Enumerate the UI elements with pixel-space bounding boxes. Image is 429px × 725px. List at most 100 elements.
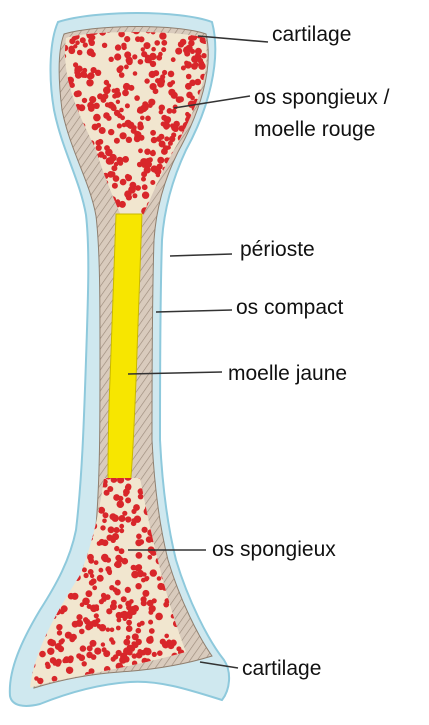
- red-marrow-dot: [177, 185, 182, 190]
- red-marrow-dot: [184, 576, 189, 581]
- red-marrow-dot: [76, 620, 83, 627]
- red-marrow-dot: [124, 65, 129, 70]
- red-marrow-dot: [112, 94, 117, 99]
- red-marrow-dot: [75, 480, 80, 485]
- red-marrow-dot: [174, 492, 181, 499]
- red-marrow-dot: [142, 590, 149, 597]
- red-marrow-dot: [185, 158, 191, 164]
- red-marrow-dot: [184, 217, 190, 223]
- red-marrow-dot: [141, 600, 147, 606]
- red-marrow-dot: [105, 102, 110, 107]
- red-marrow-dot: [150, 569, 157, 576]
- red-marrow-dot: [195, 145, 202, 152]
- red-marrow-dot: [51, 562, 56, 567]
- red-marrow-dot: [195, 151, 201, 157]
- red-marrow-dot: [49, 640, 56, 647]
- red-marrow-dot: [99, 127, 106, 134]
- red-marrow-dot: [102, 556, 109, 563]
- red-marrow-dot: [136, 564, 143, 571]
- red-marrow-dot: [150, 130, 156, 136]
- red-marrow-dot: [86, 590, 93, 597]
- red-marrow-dot: [121, 43, 126, 48]
- red-marrow-dot: [136, 652, 143, 659]
- red-marrow-dot: [113, 494, 120, 501]
- red-marrow-dot: [54, 473, 59, 478]
- red-marrow-dot: [145, 58, 151, 64]
- red-marrow-dot: [181, 189, 186, 194]
- red-marrow-dot: [34, 509, 39, 514]
- red-marrow-dot: [128, 186, 136, 194]
- red-marrow-dot: [159, 105, 165, 111]
- red-marrow-dot: [45, 662, 50, 667]
- red-marrow-dot: [39, 478, 46, 485]
- red-marrow-dot: [215, 132, 220, 137]
- red-marrow-dot: [119, 548, 125, 554]
- red-marrow-dot: [59, 531, 66, 538]
- red-marrow-dot: [198, 168, 202, 172]
- red-marrow-dot: [172, 500, 177, 505]
- red-marrow-dot: [122, 90, 129, 97]
- red-marrow-dot: [57, 476, 62, 481]
- red-marrow-dot: [172, 510, 178, 516]
- red-marrow-dot: [133, 71, 138, 76]
- red-marrow-dot: [72, 483, 79, 490]
- red-marrow-dot: [55, 204, 60, 209]
- red-marrow-dot: [208, 132, 214, 138]
- red-marrow-dot: [66, 667, 73, 674]
- red-marrow-dot: [122, 123, 127, 128]
- red-marrow-dot: [136, 628, 142, 634]
- red-marrow-dot: [193, 149, 199, 155]
- red-marrow-dot: [35, 600, 40, 605]
- red-marrow-dot: [102, 43, 107, 48]
- red-marrow-dot: [175, 48, 182, 55]
- red-marrow-dot: [111, 538, 116, 543]
- red-marrow-dot: [83, 42, 88, 47]
- label-spongy-bottom: os spongieux: [212, 538, 336, 561]
- red-marrow-dot: [129, 599, 134, 604]
- red-marrow-dot: [157, 576, 162, 581]
- red-marrow-dot: [63, 174, 70, 181]
- red-marrow-dot: [150, 83, 157, 90]
- red-marrow-dot: [88, 38, 94, 44]
- red-marrow-dot: [74, 91, 80, 97]
- red-marrow-dot: [173, 187, 179, 193]
- red-marrow-dot: [188, 197, 194, 203]
- red-marrow-dot: [108, 129, 114, 135]
- red-marrow-dot: [122, 511, 127, 516]
- red-marrow-dot: [161, 122, 166, 127]
- red-marrow-dot: [108, 526, 115, 533]
- leader-line-compact: [156, 310, 232, 312]
- red-marrow-dot: [164, 634, 169, 639]
- red-marrow-dot: [48, 505, 53, 510]
- red-marrow-dot: [161, 40, 167, 46]
- red-marrow-dot: [183, 555, 189, 561]
- red-marrow-dot: [42, 564, 49, 571]
- red-marrow-dot: [171, 80, 176, 85]
- red-marrow-dot: [186, 183, 193, 190]
- red-marrow-dot: [176, 178, 182, 184]
- red-marrow-dot: [22, 617, 27, 622]
- label-cartilage-top: cartilage: [272, 23, 351, 46]
- red-marrow-dot: [155, 78, 160, 83]
- red-marrow-dot: [79, 655, 86, 662]
- red-marrow-dot: [66, 188, 73, 195]
- red-marrow-dot: [47, 475, 53, 481]
- red-marrow-dot: [36, 481, 41, 486]
- red-marrow-dot: [142, 527, 148, 533]
- red-marrow-dot: [29, 600, 36, 607]
- red-marrow-dot: [38, 586, 44, 592]
- red-marrow-dot: [106, 628, 110, 632]
- red-marrow-dot: [115, 580, 121, 586]
- red-marrow-dot: [116, 100, 120, 104]
- red-marrow-dot: [68, 219, 73, 224]
- red-marrow-dot: [77, 50, 83, 56]
- red-marrow-dot: [96, 145, 102, 151]
- red-marrow-dot: [56, 624, 62, 630]
- red-marrow-dot: [123, 639, 130, 646]
- red-marrow-dot: [159, 141, 166, 148]
- red-marrow-dot: [101, 642, 105, 646]
- red-marrow-dot: [73, 204, 78, 209]
- red-marrow-dot: [186, 490, 192, 496]
- red-marrow-dot: [35, 579, 41, 585]
- red-marrow-dot: [75, 40, 80, 45]
